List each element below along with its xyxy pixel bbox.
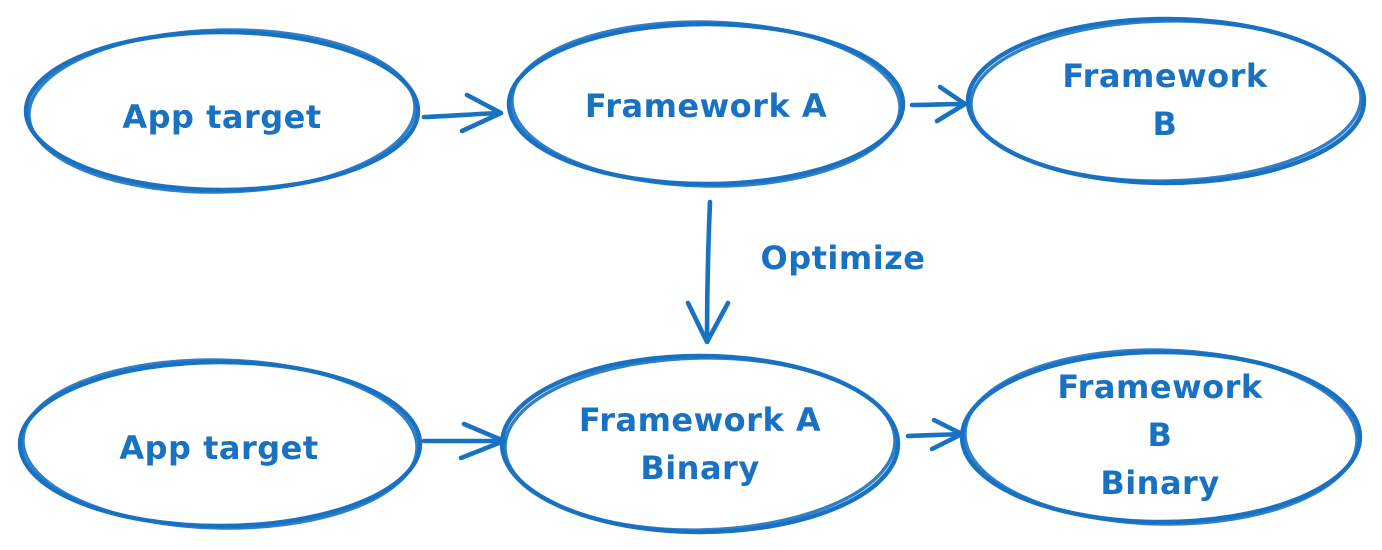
node-label-framework-b: Framework B <box>1062 57 1268 143</box>
edge-framework-a-binary-to-framework-b-binary-arrowhead-icon <box>929 417 965 452</box>
edge-optimize-shaft <box>704 199 713 343</box>
edge-optimize <box>685 199 731 345</box>
node-app-target-bottom <box>17 358 423 530</box>
node-framework-a <box>506 20 906 188</box>
edge-app-target-to-framework-a-arrowhead-icon <box>459 92 504 134</box>
node-framework-b-binary-outline <box>959 349 1363 525</box>
edge-framework-a-to-framework-b-arrowhead-icon <box>934 84 968 124</box>
node-framework-b-binary-outline-pass2 <box>963 348 1359 526</box>
node-label-framework-a-binary: Framework A Binary <box>578 401 822 487</box>
node-label-app-target-top: App target <box>122 98 322 136</box>
edge-framework-a-to-framework-b <box>909 84 968 124</box>
edge-framework-a-binary-to-framework-b-binary-shaft <box>905 431 963 439</box>
node-app-target-top-outline-pass2 <box>27 28 417 194</box>
edge-app-target-to-framework-a-binary <box>421 421 507 461</box>
edge-label-optimize: Optimize <box>760 239 926 277</box>
node-framework-a-outline-pass2 <box>510 20 902 188</box>
node-app-target-bottom-outline <box>17 359 423 529</box>
edge-app-target-to-framework-a-binary-arrowhead-icon <box>458 421 507 461</box>
edge-optimize-arrowhead-icon <box>685 300 731 345</box>
node-app-target-bottom-outline-pass2 <box>21 358 419 530</box>
node-framework-a-binary-outline-pass2 <box>503 356 897 532</box>
edge-framework-a-binary-to-framework-b-binary <box>905 417 965 452</box>
node-app-target-top <box>23 28 421 194</box>
edge-app-target-to-framework-a <box>421 92 504 134</box>
node-framework-b <box>965 16 1367 186</box>
node-framework-b-outline-pass2 <box>969 19 1363 183</box>
node-framework-b-binary <box>959 348 1363 526</box>
node-label-app-target-bottom: App target <box>119 429 319 467</box>
node-app-target-top-outline <box>23 29 421 193</box>
edge-framework-a-to-framework-b-shaft <box>909 101 966 108</box>
edge-app-target-to-framework-a-shaft <box>421 110 502 120</box>
node-label-framework-a: Framework A <box>584 87 828 125</box>
node-framework-a-outline <box>506 21 906 187</box>
node-framework-b-outline <box>965 16 1367 186</box>
node-label-framework-b-binary: Framework B Binary <box>1057 368 1263 502</box>
